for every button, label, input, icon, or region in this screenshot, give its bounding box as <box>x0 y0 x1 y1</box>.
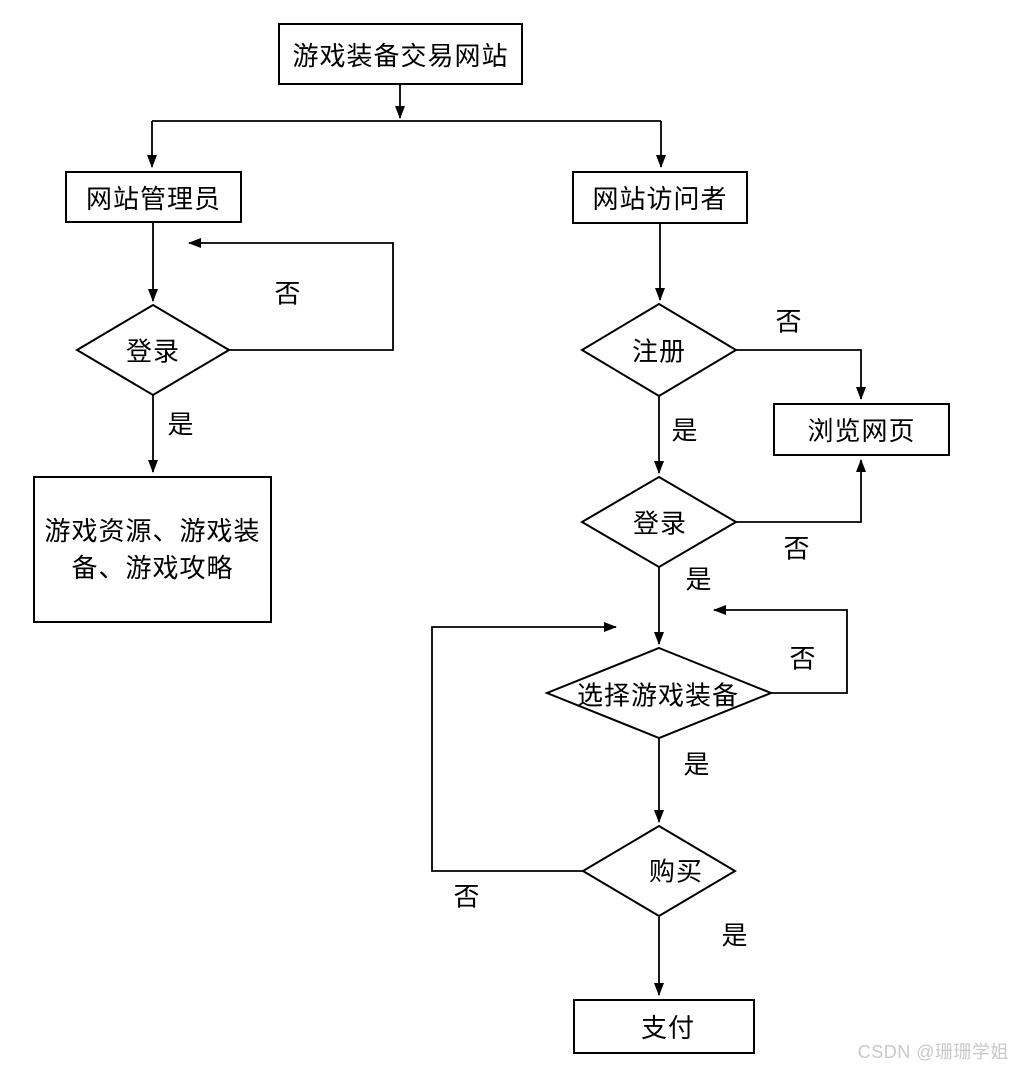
edge-visitor-login-no-to-browse <box>736 459 866 523</box>
edge-label-register-yes: 是 <box>671 416 699 446</box>
edge-label-admin-login-yes: 是 <box>167 410 195 440</box>
edge-label-purchase-yes: 是 <box>721 921 749 951</box>
edge-label-select-no: 否 <box>789 644 817 674</box>
edge-label-purchase-no: 否 <box>453 882 481 912</box>
node-admin-label: 网站管理员 <box>85 184 221 214</box>
edge-admin-login-no-loop <box>188 238 394 351</box>
node-pay-label: 支付 <box>640 1014 695 1043</box>
edge-label-admin-login-no: 否 <box>274 279 302 309</box>
decision-select-equipment-label: 选择游戏装备 <box>576 681 740 711</box>
edge-select-no-loop <box>713 605 848 694</box>
edge-label-visitor-login-yes: 是 <box>685 565 713 595</box>
node-root: 游戏装备交易网站 <box>278 23 523 85</box>
decision-purchase-label: 购买 <box>648 857 704 887</box>
node-pay: 支付 <box>573 999 755 1054</box>
watermark: CSDN @珊珊学姐 <box>857 1042 1009 1062</box>
decision-register-label: 注册 <box>631 337 687 367</box>
node-visitor: 网站访问者 <box>572 171 748 224</box>
decision-admin-login-label: 登录 <box>125 337 181 367</box>
node-root-label: 游戏装备交易网站 <box>292 41 509 71</box>
node-admin-resources-label: 游戏资源、游戏装备、游戏攻略 <box>44 516 261 583</box>
node-admin-resources: 游戏资源、游戏装备、游戏攻略 <box>33 476 272 623</box>
decision-register <box>580 302 738 398</box>
edge-label-register-no: 否 <box>775 307 803 337</box>
node-visitor-label: 网站访问者 <box>592 185 728 214</box>
decision-admin-login <box>75 303 231 397</box>
edge-purchase-no-loop <box>431 622 617 872</box>
node-admin: 网站管理员 <box>65 171 242 223</box>
edge-register-no-to-browse <box>736 349 866 400</box>
node-browse-label: 浏览网页 <box>807 417 916 446</box>
decision-select-equipment <box>544 646 774 740</box>
edge-label-select-yes: 是 <box>683 750 711 780</box>
decision-purchase <box>581 824 737 918</box>
decision-visitor-login <box>580 475 738 569</box>
node-browse: 浏览网页 <box>773 403 950 456</box>
edge-label-visitor-login-no: 否 <box>783 534 811 564</box>
decision-visitor-login-label: 登录 <box>632 509 688 539</box>
